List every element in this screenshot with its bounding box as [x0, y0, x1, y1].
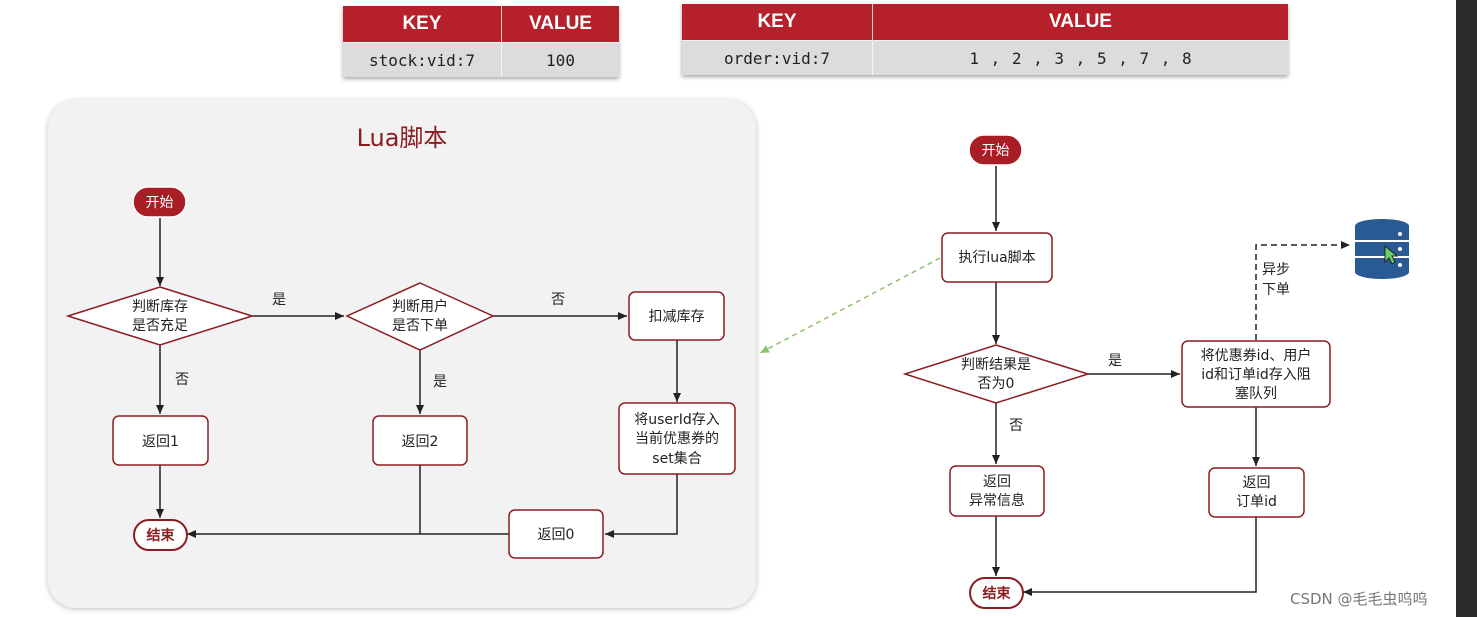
lua-start-node	[132, 186, 187, 218]
order-key-header: KEY	[682, 4, 873, 41]
order-key-cell: order:vid:7	[682, 40, 873, 75]
watermark: CSDN @毛毛虫呜呜	[1290, 590, 1428, 608]
order-value-header: VALUE	[872, 4, 1288, 41]
main-flow: 开始 执行lua脚本 判断结果是 否为0 将优惠券id、用户 id和订单id存入…	[902, 134, 1409, 609]
exec-lua-node	[941, 232, 1053, 283]
stock-check-diamond	[65, 286, 255, 346]
enqueue-line3: 塞队列	[1235, 385, 1277, 402]
lua-no-label-2: 否	[551, 292, 565, 308]
save-user-line3: set集合	[652, 450, 701, 467]
main-no-label: 否	[1009, 418, 1023, 434]
lua-panel-title: Lua脚本	[356, 124, 448, 152]
user-check-diamond	[345, 282, 495, 351]
right-edge-bar	[1456, 0, 1477, 617]
result-check-line1: 判断结果是	[961, 357, 1031, 373]
lua-yes-label-1: 是	[272, 292, 286, 308]
async-label-line1: 异步	[1262, 262, 1290, 278]
edge-save-to-return0	[605, 474, 678, 538]
save-user-node	[618, 402, 736, 475]
lua-end-node	[133, 519, 188, 551]
return-order-node	[1208, 467, 1305, 518]
result-check-line2: 否为0	[978, 376, 1015, 392]
return2-label: 返回2	[402, 434, 439, 450]
lua-end-label: 结束	[147, 527, 176, 544]
return-error-line2: 异常信息	[969, 492, 1025, 509]
main-end-node	[969, 577, 1024, 609]
stock-key-header: KEY	[343, 6, 502, 43]
lua-yes-label-2: 是	[433, 374, 447, 390]
main-yes-label: 是	[1108, 353, 1122, 369]
lua-start-label: 开始	[146, 195, 174, 211]
order-kv-table: KEY VALUE order:vid:7 1 , 2 , 3 , 5 , 7 …	[682, 4, 1288, 75]
user-check-line1: 判断用户	[392, 298, 448, 315]
return-order-line1: 返回	[1243, 475, 1271, 491]
save-user-line2: 当前优惠券的	[635, 430, 719, 447]
deduct-stock-node	[628, 291, 725, 341]
database-icon	[1355, 219, 1409, 279]
return2-node	[372, 415, 468, 466]
stock-kv-table: KEY VALUE stock:vid:7 100	[343, 6, 619, 77]
edge-order-to-end	[1023, 517, 1257, 596]
enqueue-line1: 将优惠券id、用户	[1201, 347, 1312, 364]
return0-label: 返回0	[538, 527, 575, 543]
exec-lua-label: 执行lua脚本	[958, 250, 1035, 266]
stock-value-header: VALUE	[501, 6, 619, 43]
return1-node	[112, 415, 209, 466]
main-start-node	[968, 134, 1023, 166]
return1-label: 返回1	[142, 434, 179, 450]
user-check-line2: 是否下单	[392, 318, 448, 334]
edge-async-to-db	[1255, 241, 1350, 340]
main-start-label: 开始	[982, 143, 1010, 159]
return-order-line2: 订单id	[1236, 494, 1277, 510]
async-label-line2: 下单	[1262, 282, 1290, 298]
result-check-diamond	[902, 344, 1091, 404]
stock-value-cell: 100	[501, 42, 619, 77]
return-error-node	[949, 465, 1045, 517]
order-value-cell: 1 , 2 , 3 , 5 , 7 , 8	[872, 40, 1288, 75]
cursor-icon	[1384, 244, 1399, 265]
enqueue-line2: id和订单id存入阻	[1201, 367, 1311, 383]
return0-node	[508, 509, 604, 559]
return-error-line1: 返回	[983, 474, 1011, 490]
lua-flow: 开始 判断库存 是否充足 判断用户 是否下单 扣减库存 将userId存入 当前…	[65, 186, 736, 559]
stock-check-line1: 判断库存	[132, 299, 188, 315]
stock-key-cell: stock:vid:7	[343, 42, 502, 77]
dashed-link-to-lua	[759, 257, 941, 354]
lua-no-label-1: 否	[175, 372, 189, 388]
save-user-line1: 将userId存入	[634, 412, 720, 428]
main-end-label: 结束	[983, 585, 1012, 602]
deduct-stock-label: 扣减库存	[649, 309, 705, 325]
stock-check-line2: 是否充足	[132, 318, 188, 334]
enqueue-node	[1181, 340, 1331, 408]
